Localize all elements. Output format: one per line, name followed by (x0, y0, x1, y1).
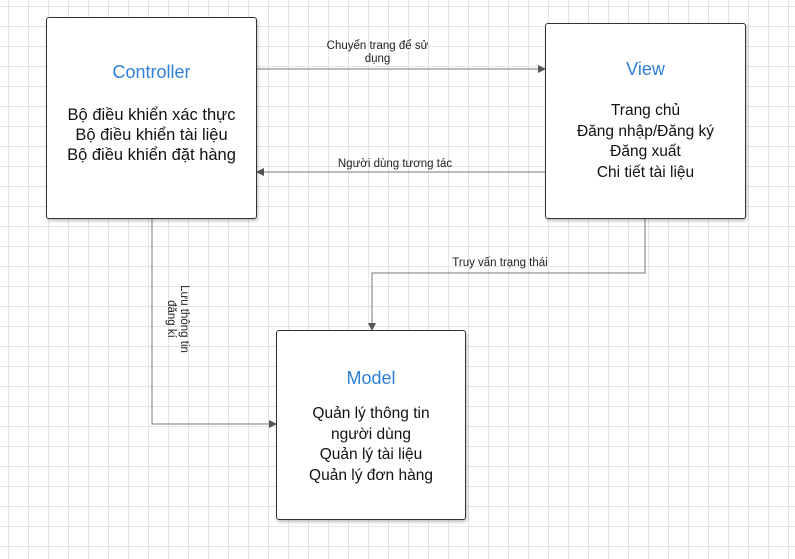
edge-label-view-to-model: Truy vấn trạng thái (452, 257, 548, 269)
model-item: Quản lý đơn hàng (309, 466, 433, 484)
edge-label-view-to-controller: Người dùng tương tác (337, 158, 453, 170)
model-item: người dùng (330, 425, 411, 443)
arrow-controller-to-model (151, 219, 277, 428)
arrow-view-to-model (368, 219, 646, 331)
model-box: Model Quản lý thông tin người dùng Quản … (276, 330, 466, 520)
edge-label-line: đăng kí (165, 300, 177, 338)
model-item: Quản lý tài liệu (319, 446, 423, 463)
edge-label-line: dụng (364, 53, 391, 65)
view-item: Đăng nhập/Đăng ký (576, 122, 714, 140)
view-box: View Trang chủ Đăng nhập/Đăng ký Đăng xu… (545, 23, 746, 219)
view-item: Đăng xuất (610, 143, 681, 160)
view-item: Chi tiết tài liệu (596, 163, 695, 181)
controller-title: Controller (112, 62, 191, 82)
edge-label-controller-to-model: Lưu thông tin đăng kí (164, 264, 190, 374)
view-item: Trang chủ (610, 102, 681, 119)
view-title: View (626, 59, 665, 79)
controller-item: Bộ điều khiển đặt hàng (67, 146, 236, 164)
model-item: Quản lý thông tin (312, 405, 430, 422)
model-title: Model (346, 368, 396, 388)
controller-item: Bộ điều khiển tài liệu (75, 126, 228, 144)
edge-label-controller-to-view: Chuyển trang để sử dụng (310, 40, 445, 66)
edge-label-line: Chuyển trang để sử (326, 40, 429, 52)
controller-item: Bộ điều khiển xác thực (67, 106, 236, 124)
controller-box: Controller Bộ điều khiển xác thực Bộ điề… (46, 17, 257, 219)
edge-label-line: Lưu thông tin (178, 285, 190, 353)
